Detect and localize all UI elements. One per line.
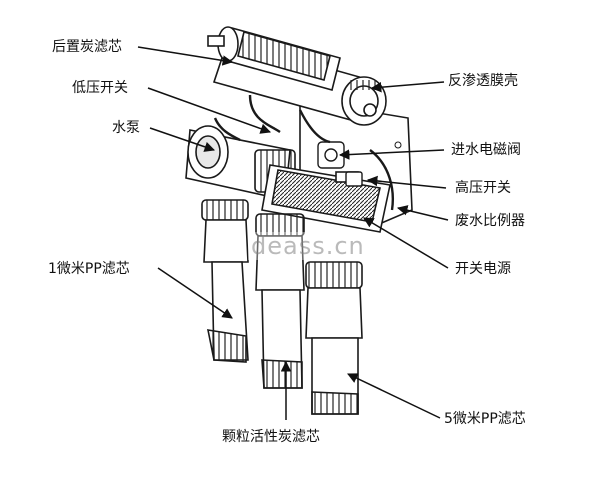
label-1micron-pp-filter: 1微米PP滤芯 [48,261,130,277]
label-high-pressure-switch: 高压开关 [455,180,511,196]
callout-power-supply [363,217,449,269]
watermark: deass.cn [248,232,368,260]
label-water-pump: 水泵 [112,120,140,136]
pipes [213,94,394,211]
filter-housing-3 [305,261,363,415]
callout-waste-ratio [396,205,449,221]
label-switching-power-supply: 开关电源 [455,261,511,277]
filter-housing-2 [255,213,305,389]
label-granular-activated-carbon: 颗粒活性炭滤芯 [222,429,320,445]
callout-low-pressure [147,87,271,134]
post-carbon-filter [207,26,341,91]
callout-high-pressure [366,175,447,189]
filter-housing-1 [201,199,249,363]
callout-post-carbon [137,46,234,66]
callout-5micron [347,373,441,419]
label-waste-ratio-valve: 废水比例器 [455,213,525,229]
callout-ro-membrane [370,81,445,93]
callout-1micron [157,267,233,319]
solenoid-valve [317,141,363,187]
label-post-carbon-filter: 后置炭滤芯 [52,39,122,55]
callout-lines [137,46,449,420]
callout-pump [149,127,215,152]
label-ro-membrane-housing: 反渗透膜壳 [448,73,518,89]
callout-solenoid [338,149,445,160]
label-5micron-pp-filter: 5微米PP滤芯 [444,411,526,427]
label-low-pressure-switch: 低压开关 [72,80,128,96]
label-inlet-solenoid-valve: 进水电磁阀 [451,142,521,158]
